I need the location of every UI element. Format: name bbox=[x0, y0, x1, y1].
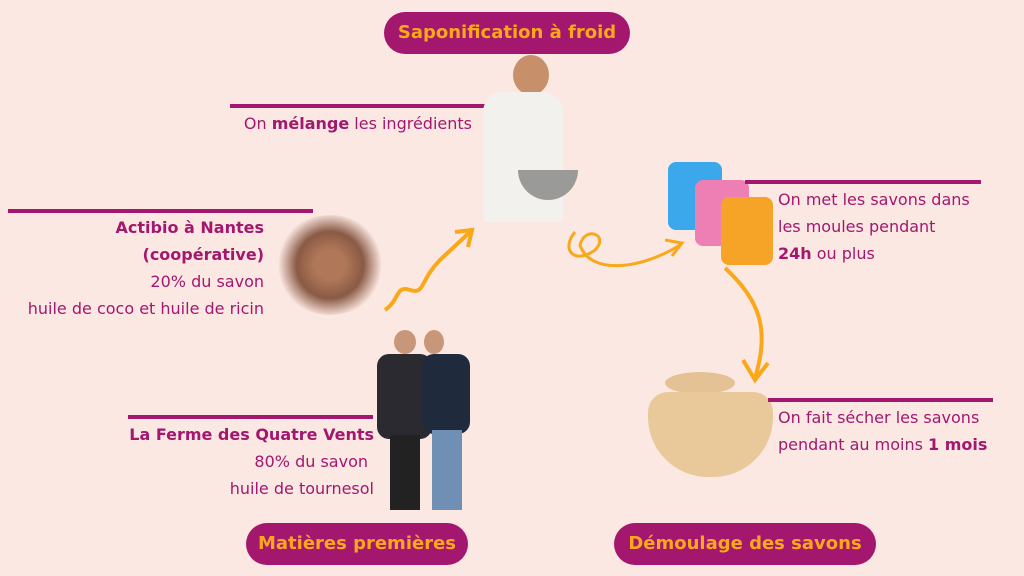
moules-line: On met les savons dans bbox=[778, 190, 970, 209]
actibio-text: Actibio à Nantes (coopérative) 20% du sa… bbox=[0, 214, 264, 322]
ferme-text: La Ferme des Quatre Vents 80% du savon h… bbox=[60, 421, 374, 502]
moules-line: 24h ou plus bbox=[778, 244, 875, 263]
actibio-share: 20% du savon bbox=[150, 272, 264, 291]
ferme-name: La Ferme des Quatre Vents bbox=[129, 425, 374, 444]
divider bbox=[745, 180, 981, 184]
hands-photo bbox=[275, 215, 385, 315]
divider bbox=[768, 398, 993, 402]
title-demoulage: Démoulage des savons bbox=[614, 523, 876, 565]
arrow-matieres-to-saponification bbox=[383, 230, 472, 312]
title-matieres-premieres: Matières premières bbox=[246, 523, 468, 565]
sechage-line: pendant au moins 1 mois bbox=[778, 435, 988, 454]
moules-text: On met les savons dans les moules pendan… bbox=[778, 186, 1018, 267]
farmers-photo bbox=[372, 330, 487, 515]
divider bbox=[8, 209, 313, 213]
sechage-text: On fait sécher les savons pendant au moi… bbox=[778, 404, 1018, 458]
sechage-line: On fait sécher les savons bbox=[778, 408, 980, 427]
title-saponification: Saponification à froid bbox=[384, 12, 630, 54]
divider bbox=[128, 415, 373, 419]
soap-tray-top bbox=[665, 372, 735, 394]
cook-photo bbox=[478, 50, 588, 225]
orange-mold bbox=[721, 197, 773, 265]
arrow-saponification-to-moules bbox=[567, 231, 681, 268]
actibio-oils: huile de coco et huile de ricin bbox=[27, 299, 264, 318]
ferme-share: 80% du savon bbox=[254, 452, 368, 471]
actibio-type: (coopérative) bbox=[142, 245, 265, 264]
ferme-oil: huile de tournesol bbox=[229, 479, 374, 498]
melange-text: On mélange les ingrédients bbox=[243, 114, 472, 133]
moules-line: les moules pendant bbox=[778, 217, 936, 236]
divider bbox=[230, 104, 485, 108]
actibio-name: Actibio à Nantes bbox=[115, 218, 264, 237]
arrow-moules-to-sechage bbox=[723, 266, 764, 379]
